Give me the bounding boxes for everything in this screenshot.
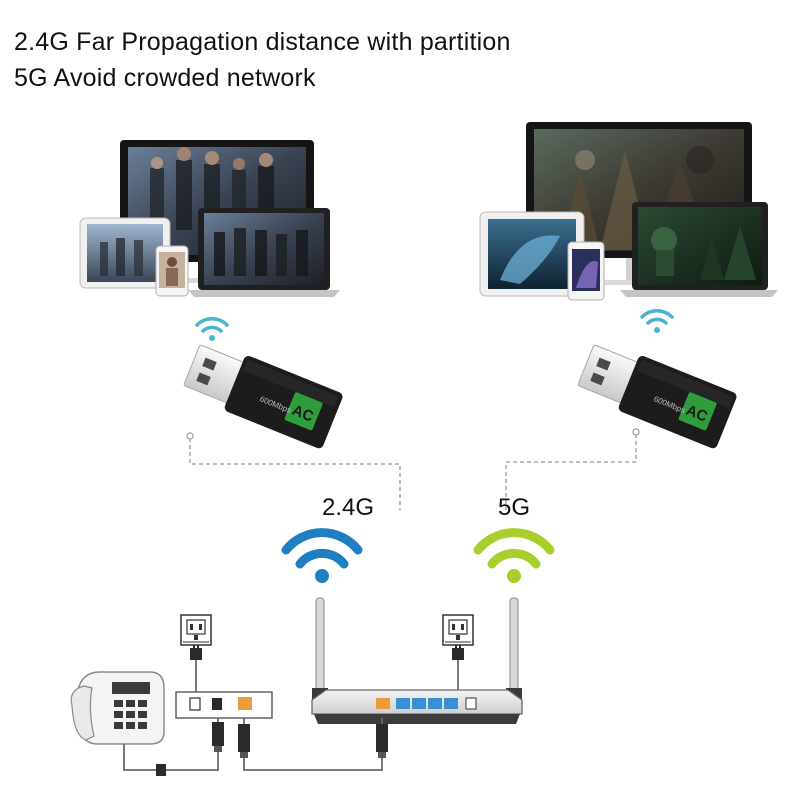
chip-label: AC [289, 402, 316, 426]
router-power-port [465, 697, 477, 710]
usb-wifi-adapter-right: AC 600Mbps [577, 344, 737, 449]
headline-5g: 5G Avoid crowded network [14, 64, 316, 92]
left-devices [79, 140, 340, 297]
usb-plug [183, 344, 247, 405]
router-lan-port [428, 698, 442, 709]
chip-badge [678, 392, 717, 431]
usb-wifi-adapter-left: AC 600Mbps [183, 344, 343, 449]
headline-2-4g: 2.4G Far Propagation distance with parti… [14, 28, 511, 56]
wifi-icon-2-4g [281, 528, 363, 583]
power-cord-router [452, 645, 464, 694]
usb-plug [577, 344, 641, 405]
right-tablet [479, 211, 585, 297]
modem-phone-port [212, 698, 222, 710]
router-wan-port [376, 698, 390, 709]
power-socket-icon [180, 614, 212, 646]
router-antenna [509, 597, 519, 699]
power-socket-icon [442, 614, 474, 646]
right-phone [567, 241, 605, 301]
left-tablet [79, 217, 171, 289]
wifi-icon [195, 317, 229, 341]
router-lan-port [396, 698, 410, 709]
wifi-icon [640, 309, 674, 333]
right-devices [479, 122, 778, 301]
rj11-connector [156, 764, 166, 776]
rj45-connector [376, 724, 388, 758]
router-antenna [315, 597, 325, 699]
power-cord-modem [190, 645, 202, 694]
chip-label: AC [683, 402, 710, 426]
modem-power-port [189, 697, 201, 711]
chip-badge [284, 392, 323, 431]
band-label-2-4g: 2.4G [322, 494, 374, 521]
router-lan-port [412, 698, 426, 709]
router [311, 597, 523, 724]
telephone-icon [70, 671, 165, 745]
left-phone [155, 245, 189, 297]
right-laptop [620, 202, 778, 297]
rj45-connector [212, 722, 224, 752]
band-label-5g: 5G [498, 494, 530, 521]
left-laptop [188, 208, 340, 297]
modem [175, 691, 273, 719]
modem-ethernet-port [238, 697, 252, 710]
router-lan-port [444, 698, 458, 709]
rj45-connector [238, 724, 250, 758]
dashed-connectors [189, 434, 637, 510]
wifi-icon-5g [473, 528, 555, 583]
